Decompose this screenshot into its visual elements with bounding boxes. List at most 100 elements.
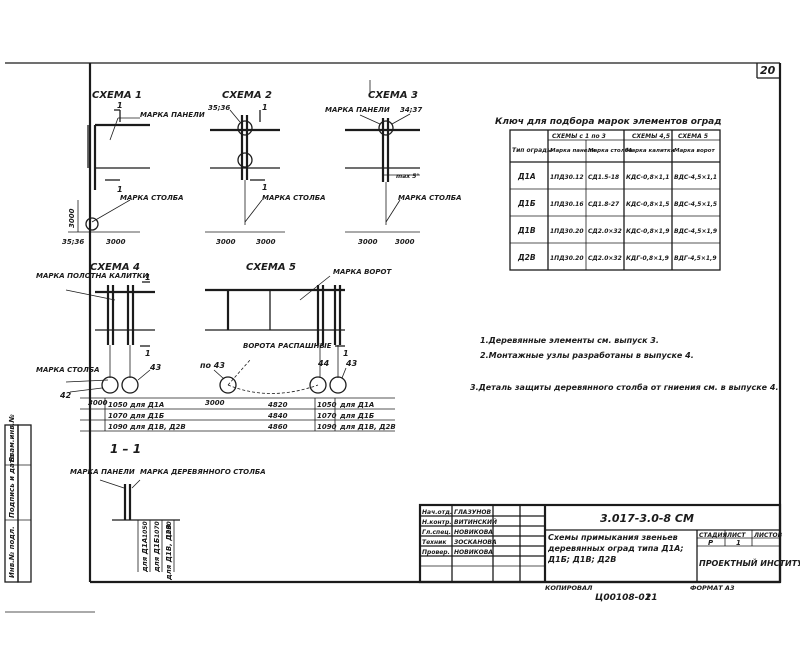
scheme-5-node-mid: 44: [317, 359, 330, 368]
tb-name-4: НОВИКОВА: [454, 549, 493, 556]
dims-a-2: 1090: [108, 423, 128, 431]
scheme-2-title: СХЕМА 2: [222, 90, 272, 101]
stamp-replace-label: Взам.инв.№: [8, 414, 16, 462]
tb-sheet-label: ЛИСТ: [726, 532, 746, 539]
key-r0-c4: ВДС-4,5×1,1: [674, 174, 717, 181]
scheme-5: СХЕМА 5 МАРКА ВОРОТ 1 ВОРОТА РАСПАШНЫЕ п…: [200, 262, 392, 407]
scheme-1-dim-vertical: 3000: [68, 208, 76, 228]
key-r1-c2: СД1.8-27: [588, 201, 620, 208]
section-label-0: для Д1А: [141, 538, 149, 573]
tb-format: ФОРМАТ А3: [690, 584, 735, 592]
dims-b-2: для Д1В, Д2В: [129, 423, 186, 431]
section-value-2: 1090: [166, 521, 173, 538]
dims-e-2: для Д1В, Д2В: [339, 423, 396, 431]
tb-role-3: Техник: [422, 539, 447, 546]
section-post-mark: МАРКА ДЕРЕВЯННОГО СТОЛБА: [140, 468, 266, 476]
scheme-2-cut: 1: [262, 103, 268, 112]
scheme-4-title: СХЕМА 4: [90, 262, 140, 273]
scheme-2: СХЕМА 2 35;36 1 1 МАРКА СТОЛБА 3000 3000: [205, 90, 326, 246]
scheme-3-post-mark: МАРКА СТОЛБА: [398, 194, 462, 202]
key-r3-c1: 1ПД30.20: [550, 255, 584, 262]
tb-description: Схемы примыкания звеньев деревянных огра…: [548, 533, 684, 564]
scheme-3-title: СХЕМА 3: [368, 90, 418, 101]
stamp-sign-label: Подпись и дата: [8, 454, 16, 518]
key-r2-c1: 1ПД30.20: [550, 228, 584, 235]
tb-sheets-label: ЛИСТОВ: [753, 532, 783, 539]
key-r2-c3: КДС-0,8×1,9: [626, 228, 669, 235]
key-group-2: СХЕМА 5: [678, 133, 708, 140]
section-value-0: 1050: [142, 521, 149, 538]
dims-a-1: 1070: [108, 412, 128, 420]
key-r3-c4: ВДГ-4,5×1,9: [674, 255, 717, 262]
scheme-1-dim: 3000: [106, 238, 126, 246]
note-2: 2.Монтажные узлы разработаны в выпуске 4…: [480, 350, 694, 360]
scheme-2-dim-left: 3000: [216, 238, 236, 246]
key-r1-c3: КДС-0,8×1,5: [626, 201, 669, 208]
dims-c-0: 4820: [268, 401, 288, 409]
section-title: 1 – 1: [110, 442, 141, 456]
dims-d-2: 1090: [317, 423, 337, 431]
key-r0-c0: Д1А: [517, 172, 536, 181]
key-r3-c2: СД2.0×32: [588, 255, 622, 262]
side-stamp: Инв.№ подл. Подпись и дата Взам.инв.№: [4, 414, 32, 583]
stamp-inv-label: Инв.№ подл.: [8, 526, 16, 578]
note-3: 3.Деталь защиты деревянного столба от гн…: [470, 382, 779, 392]
key-r0-c3: КДС-0,8×1,1: [626, 174, 669, 181]
tb-stage-label: СТАДИЯ: [699, 532, 728, 539]
dims-e-1: для Д1Б: [339, 412, 374, 420]
scheme-1-node: 35;36: [62, 238, 84, 246]
key-col-0: Тип ограды: [512, 147, 553, 154]
tb-role-2: Гл.спец.: [422, 529, 451, 536]
key-r1-c1: 1ПД30.16: [550, 201, 584, 208]
scheme-5-title: СХЕМА 5: [246, 262, 296, 273]
scheme-1-post-mark: МАРКА СТОЛБА: [120, 194, 184, 202]
dims-e-0: для Д1А: [339, 401, 374, 409]
tb-copied: КОПИРОВАЛ: [545, 584, 593, 592]
key-r2-c4: ВДС-4,5×1,9: [674, 228, 717, 235]
dims-d-0: 1050: [317, 401, 337, 409]
scheme-5-cut: 1: [343, 349, 349, 358]
section-1-1: 1 – 1 МАРКА ПАНЕЛИ МАРКА ДЕРЕВЯННОГО СТО…: [70, 442, 266, 572]
scheme-3-panel-mark: МАРКА ПАНЕЛИ: [325, 106, 390, 114]
dims-d-1: 1070: [317, 412, 337, 420]
key-r1-c0: Д1Б: [517, 199, 536, 208]
scheme-4-cut: 1: [145, 273, 151, 282]
dims-c-1: 4840: [268, 412, 288, 420]
tb-name-0: ГЛАЗУНОВ: [454, 509, 491, 516]
key-table-title: Ключ для подбора марок элементов оград: [495, 116, 721, 127]
tb-role-1: Н.контр.: [422, 519, 452, 526]
scheme-3-dim-left: 3000: [358, 238, 378, 246]
tb-role-0: Нач.отд.: [422, 509, 452, 516]
key-col-1: Марка панели: [550, 148, 596, 154]
scheme-3: СХЕМА 3 МАРКА ПАНЕЛИ 34;37 max 5° МАРКА …: [325, 80, 462, 246]
key-col-4: Марка ворот: [674, 148, 715, 154]
scheme-5-node-left: по 43: [200, 361, 225, 370]
scheme-2-node: 35;36: [208, 104, 230, 112]
scheme-1: СХЕМА 1 МАРКА ПАНЕЛИ 1 1 МАРКА СТОЛБА 30…: [62, 90, 205, 246]
tb-doc-code: 3.017-3.0-8 СМ: [600, 512, 694, 525]
tb-stage-value: Р: [708, 539, 714, 547]
scheme-5-gate-mark: МАРКА ВОРОТ: [333, 268, 392, 276]
key-r3-c0: Д2В: [517, 253, 536, 262]
scheme-5-gate-label: ВОРОТА РАСПАШНЫЕ: [243, 342, 332, 350]
section-panel-mark: МАРКА ПАНЕЛИ: [70, 468, 135, 476]
scheme-4-node-a: 42: [59, 391, 72, 400]
scheme-2-cut-b: 1: [262, 183, 268, 192]
section-value-1: 1070: [154, 521, 161, 538]
scheme-3-dim-right: 3000: [395, 238, 415, 246]
tb-description-wrap: Схемы примыкания звеньев деревянных огра…: [548, 533, 684, 564]
scheme-1-title: СХЕМА 1: [92, 90, 142, 101]
title-block: [418, 503, 782, 584]
tb-name-2: НОВИКОВА: [454, 529, 493, 536]
scheme-5-dim-left: 3000: [205, 399, 225, 407]
tb-name-1: ВИТИНСКИЙ: [454, 518, 497, 526]
tb-role-4: Провер.: [422, 549, 450, 556]
tb-name-3: ЗОСКАНОВА: [454, 539, 497, 546]
key-col-2: Марка столба: [588, 147, 633, 154]
scheme-2-dim-right: 3000: [256, 238, 276, 246]
dims-c-2: 4860: [268, 423, 288, 431]
dims-table: [80, 397, 395, 432]
section-label-1: для Д1Б: [153, 538, 161, 573]
scheme-5-node-right: 43: [345, 359, 358, 368]
